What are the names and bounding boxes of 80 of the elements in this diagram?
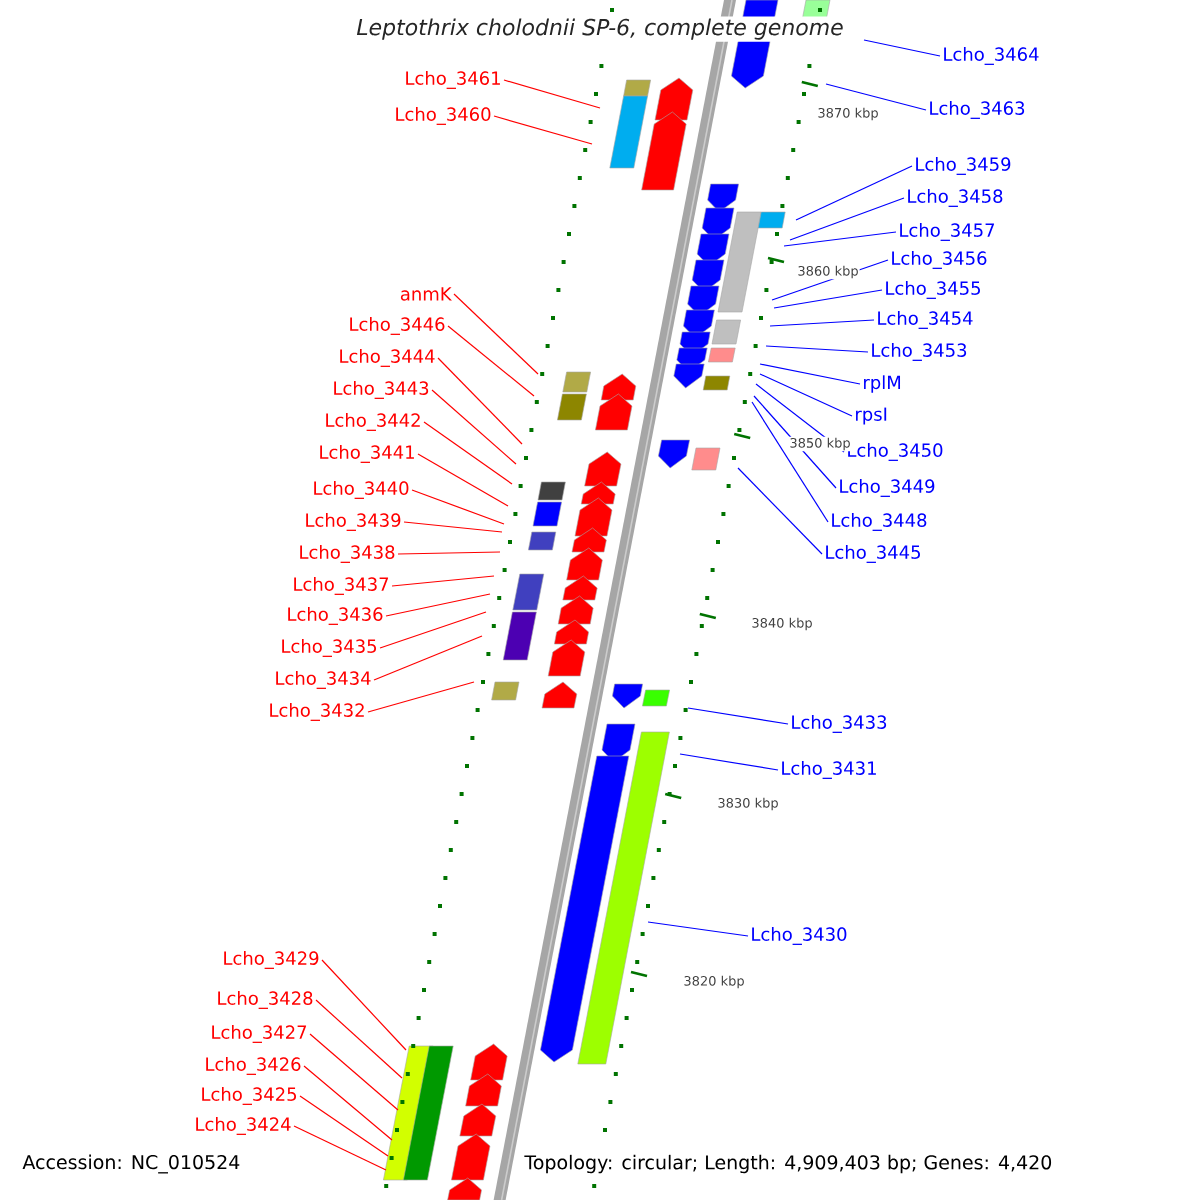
leader-line <box>737 467 823 555</box>
leader-line <box>503 79 601 109</box>
gene-label: Lcho_3446 <box>350 317 445 335</box>
leader-line <box>293 1125 387 1171</box>
gene-label: Lcho_3456 <box>892 251 987 269</box>
gene-label: Lcho_3460 <box>396 107 491 125</box>
gene-label: Lcho_3454 <box>878 311 973 329</box>
leader-line <box>299 1095 389 1157</box>
leader-line <box>789 197 905 241</box>
gene-label: Lcho_3425 <box>202 1087 297 1105</box>
leader-line <box>825 83 927 111</box>
gene-label: Lcho_3458 <box>908 189 1003 207</box>
leader-line <box>303 1065 393 1141</box>
gene-label: Lcho_3427 <box>212 1025 307 1043</box>
gene-label: Lcho_3424 <box>196 1117 291 1135</box>
leader-line <box>751 401 829 523</box>
leader-line <box>769 319 875 327</box>
leader-line <box>863 39 941 57</box>
gene-label: Lcho_3442 <box>326 413 420 431</box>
title: Leptothrix cholodnii SP-6, complete genome <box>354 16 846 42</box>
leader-line <box>385 593 491 617</box>
leader-line <box>437 357 523 445</box>
leader-line <box>447 325 535 397</box>
gene-label: Lcho_3435 <box>282 639 377 657</box>
leader-line <box>687 707 789 725</box>
gene-label: Lcho_3449 <box>840 479 935 497</box>
gene-label: Lcho_3443 <box>334 381 429 399</box>
gene-label: Lcho_3453 <box>872 343 967 361</box>
leader-line <box>453 293 539 375</box>
leader-line <box>783 231 897 247</box>
leader-line <box>373 635 483 681</box>
gene-label: Lcho_3457 <box>900 223 994 241</box>
gene-label: Lcho_3434 <box>276 671 371 689</box>
leader-line <box>321 959 407 1051</box>
leader-line <box>759 363 861 385</box>
leader-line <box>379 611 487 649</box>
gene-label: Lcho_3450 <box>848 443 943 461</box>
gene-label: Lcho_3438 <box>300 545 395 563</box>
gene-label: anmK <box>400 287 452 301</box>
gene-label: Lcho_3444 <box>340 349 435 367</box>
leader-line <box>759 373 853 417</box>
leader-line <box>493 115 593 145</box>
gene-label: Lcho_3445 <box>826 545 920 563</box>
gene-label: Lcho_3432 <box>270 703 364 721</box>
leader-line <box>773 289 883 309</box>
gene-label: Lcho_3455 <box>886 281 980 299</box>
gene-label: Lcho_3428 <box>218 991 313 1009</box>
leader-line <box>647 921 749 937</box>
leader-line <box>315 999 403 1079</box>
gene-label: Lcho_3448 <box>832 513 927 531</box>
gene-label: Lcho_3464 <box>944 47 1039 65</box>
footer-text: Topology: circular; Length: 4,909,403 bp; Genes: 4,420 <box>522 1152 1055 1176</box>
footer-text: Accession: NC_010524 <box>20 1152 243 1176</box>
gene-label: Lcho_3439 <box>306 513 401 531</box>
gene-label: Lcho_3441 <box>320 445 414 463</box>
gene-label: Lcho_3437 <box>294 577 389 595</box>
leader-line <box>367 681 475 713</box>
gene-label: rpsI <box>856 407 887 425</box>
gene-label: Lcho_3426 <box>206 1057 301 1075</box>
gene-label: Lcho_3440 <box>314 481 409 499</box>
gene-label: rplM <box>864 375 900 393</box>
gene-label: Lcho_3459 <box>916 157 1011 175</box>
gene-label: Lcho_3429 <box>224 951 319 969</box>
leader-line <box>795 165 913 221</box>
leader-line <box>391 575 495 587</box>
gene-label: Lcho_3430 <box>752 927 847 945</box>
leader-line <box>423 421 513 485</box>
leader-line <box>411 489 505 525</box>
gene-label: Lcho_3431 <box>782 761 876 779</box>
gene-label: Lcho_3463 <box>930 101 1025 119</box>
leader-line <box>679 753 779 771</box>
leader-line <box>765 345 869 353</box>
leader-line <box>403 521 503 533</box>
gene-label: Lcho_3436 <box>288 607 383 625</box>
leader-line <box>417 453 509 507</box>
gene-label: Lcho_3433 <box>792 715 887 733</box>
gene-label: Lcho_3461 <box>406 71 500 89</box>
leader-line <box>309 1033 399 1111</box>
leader-line <box>397 551 501 555</box>
leader-line <box>431 389 517 465</box>
